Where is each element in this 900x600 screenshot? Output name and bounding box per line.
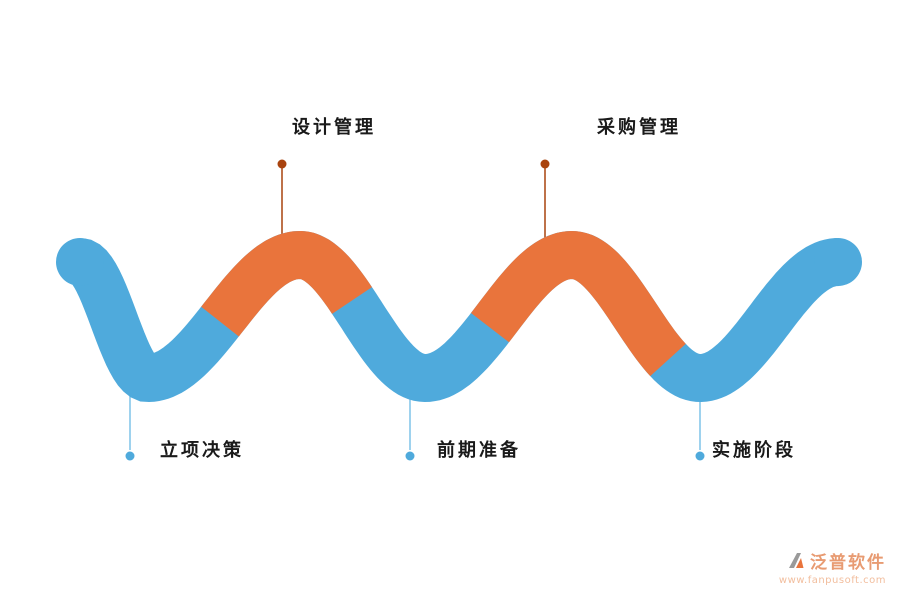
stage-label-implementation: 实施阶段 [712, 440, 796, 461]
stage-dot [125, 451, 135, 461]
wave-orange-segment [201, 230, 372, 337]
stage-dot [540, 159, 550, 169]
stage-dot [277, 159, 287, 169]
watermark-brand: 泛普软件 [810, 553, 886, 573]
wave-ribbon [56, 230, 862, 403]
wave-left-cap [56, 238, 104, 286]
stage-dots [125, 159, 705, 461]
wave-orange-segment [470, 230, 686, 377]
stage-label-design-management: 设计管理 [292, 117, 376, 138]
stage-dot [405, 451, 415, 461]
watermark: 泛普软件 www.fanpusoft.com [779, 548, 886, 586]
wave-blue-path [69, 230, 840, 403]
wave-right-cap [814, 238, 862, 286]
watermark-url: www.fanpusoft.com [778, 575, 886, 586]
stage-dot [695, 451, 705, 461]
stage-label-preparation: 前期准备 [437, 440, 521, 461]
fanpu-logo-icon [786, 551, 806, 571]
stage-label-project-initiation: 立项决策 [160, 440, 244, 461]
stage-label-procurement-management: 采购管理 [597, 117, 681, 138]
